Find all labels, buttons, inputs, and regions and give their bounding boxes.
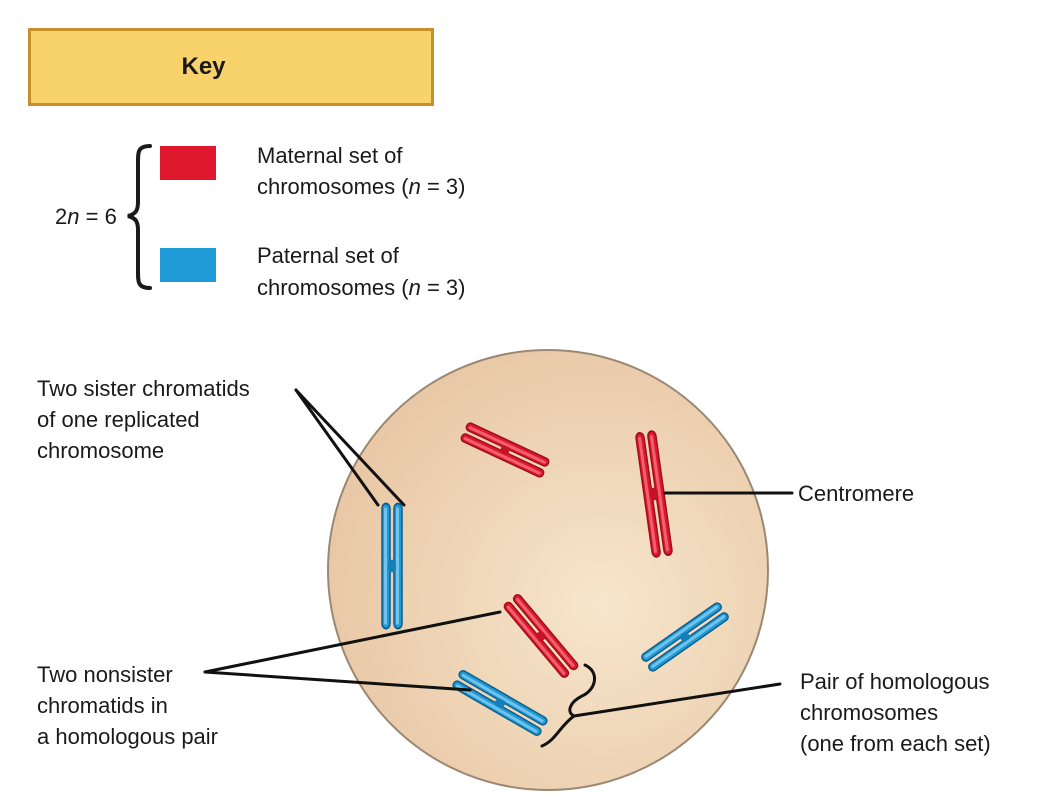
paternal-label-line2: chromosomes (n = 3)	[257, 275, 466, 300]
centromere-label: Centromere	[798, 481, 915, 506]
ploidy-label: 2n = 6	[55, 204, 117, 229]
maternal-label-line2: chromosomes (n = 3)	[257, 174, 466, 199]
paternal-swatch	[160, 248, 216, 282]
maternal-label-line1: Maternal set of	[257, 143, 403, 168]
sister-chromatids-label-3: chromosome	[37, 438, 165, 463]
key-header: Key	[28, 28, 434, 106]
sister-chromatids-label-2: of one replicated	[37, 407, 200, 432]
nonsister-label-3: a homologous pair	[37, 724, 219, 749]
nonsister-leader-2	[203, 670, 472, 692]
key-title: Key	[181, 53, 226, 80]
sister-leader-2	[294, 388, 406, 507]
nonsister-label-2: chromatids in	[37, 693, 168, 718]
paternal-label-line1: Paternal set of	[257, 243, 399, 268]
homologous-label-3: (one from each set)	[800, 731, 991, 756]
leader-lines	[203, 388, 794, 748]
homologous-label-1: Pair of homologous	[800, 669, 990, 694]
homologous-label-2: chromosomes	[800, 700, 939, 725]
maternal-swatch	[160, 146, 216, 180]
homologous-leader	[572, 682, 782, 718]
homologous-bracket	[540, 663, 596, 748]
nonsister-label-1: Two nonsister	[37, 662, 173, 687]
nonsister-leader-1	[203, 610, 502, 674]
sister-chromatids-label-1: Two sister chromatids	[37, 376, 250, 401]
sister-leader-1	[294, 388, 380, 507]
